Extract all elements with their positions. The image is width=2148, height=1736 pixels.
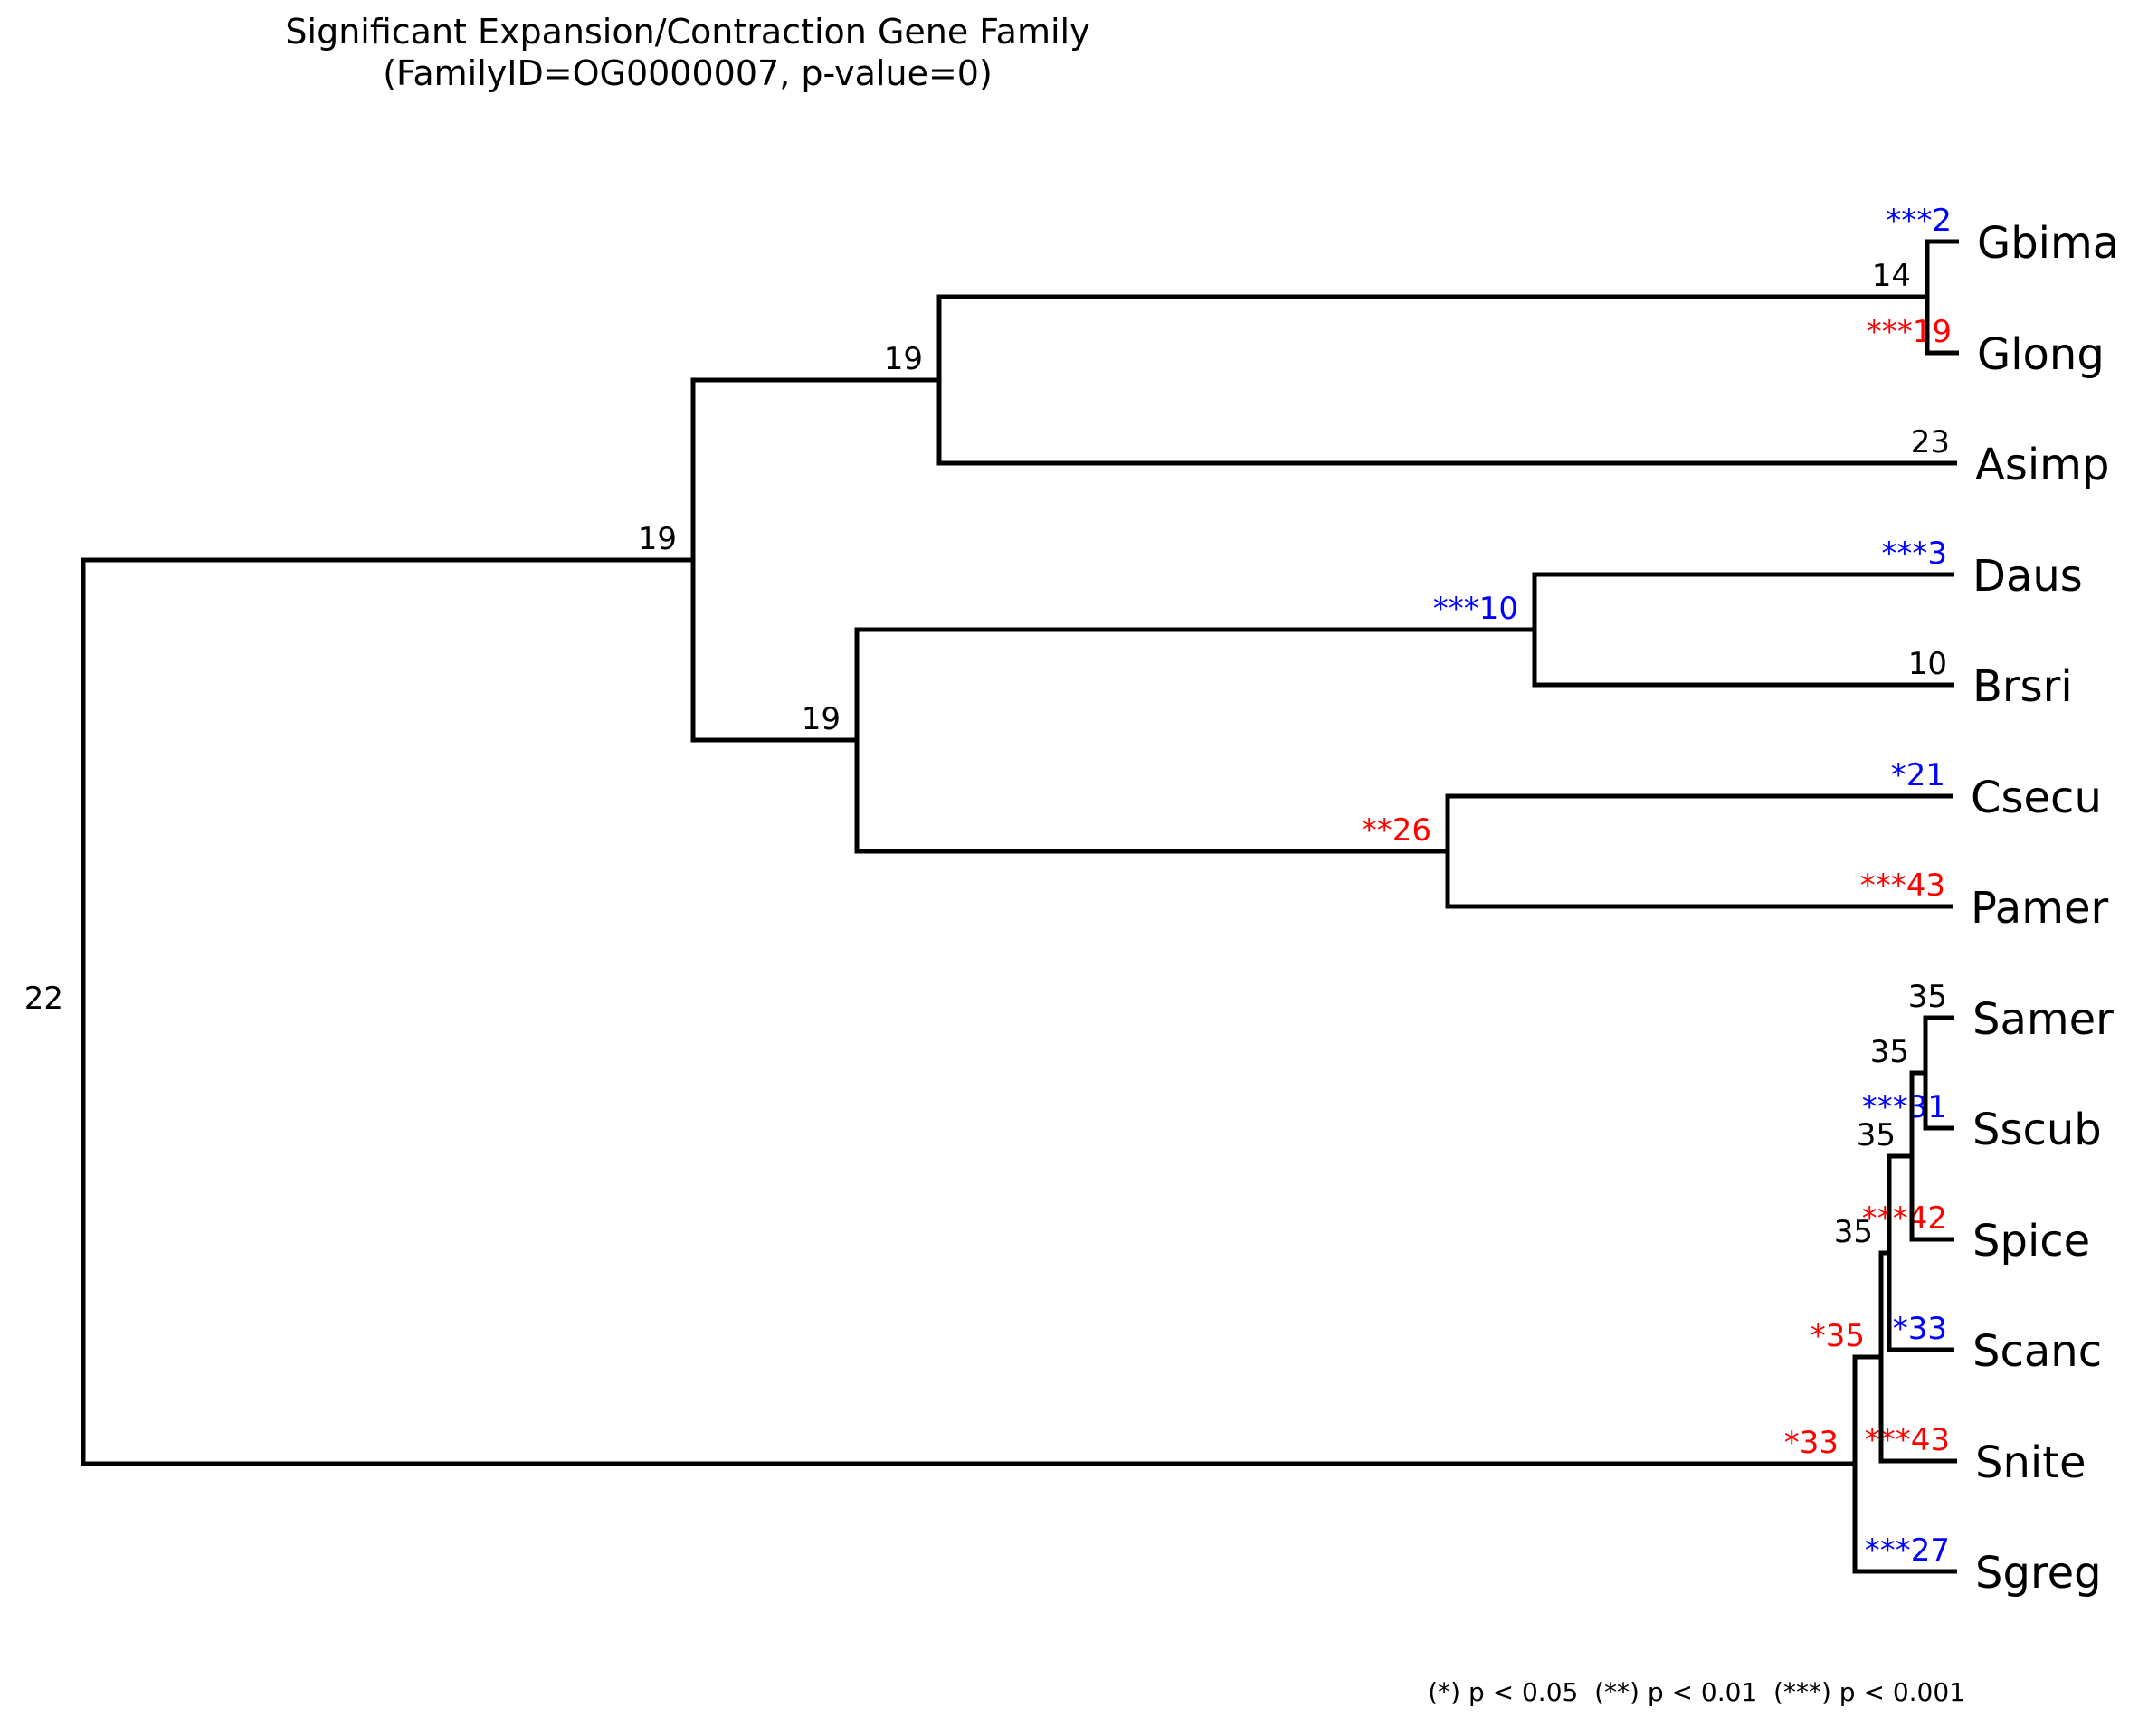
significance-legend: (*) p < 0.05 (**) p < 0.01 (***) p < 0.0… xyxy=(1428,1677,1965,1707)
count-label-daus-pamer-ancestor: 19 xyxy=(802,701,841,737)
count-label-upper-clade-ancestor: 19 xyxy=(638,521,677,557)
count-label-snite-clade-ancestor: *35 xyxy=(1811,1318,1865,1354)
tip-label-Brsri: Brsri xyxy=(1972,661,2073,712)
tip-label-Glong: Glong xyxy=(1977,329,2105,380)
count-label-csecu-pamer-ancestor: **26 xyxy=(1362,812,1431,849)
count-label-Daus: ***3 xyxy=(1881,536,1947,572)
count-label-Spice: ***42 xyxy=(1862,1200,1947,1237)
tip-label-Gbima: Gbima xyxy=(1977,218,2119,269)
root-count-label: 22 xyxy=(24,981,63,1017)
count-label-Csecu: *21 xyxy=(1891,757,1945,793)
count-label-Glong: ***19 xyxy=(1867,314,1952,350)
count-label-Brsri: 10 xyxy=(1908,646,1947,682)
tip-label-Daus: Daus xyxy=(1972,551,2083,602)
tip-label-Sgreg: Sgreg xyxy=(1975,1548,2102,1598)
count-label-gbima-glong-ancestor: 14 xyxy=(1872,258,1911,294)
tip-label-Pamer: Pamer xyxy=(1971,883,2108,934)
count-label-Gbima: ***2 xyxy=(1886,203,1952,239)
count-label-samer-sscub-ancestor: 35 xyxy=(1870,1034,1909,1070)
count-label-g-asimp-ancestor: 19 xyxy=(884,341,923,377)
tip-label-Asimp: Asimp xyxy=(1975,440,2109,490)
count-label-Samer: 35 xyxy=(1908,979,1947,1015)
tip-label-Snite: Snite xyxy=(1975,1437,2086,1488)
tip-label-Spice: Spice xyxy=(1972,1216,2090,1266)
count-label-spice-clade-ancestor: 35 xyxy=(1857,1117,1896,1153)
count-label-Scanc: *33 xyxy=(1893,1311,1947,1347)
tip-label-Samer: Samer xyxy=(1972,994,2114,1045)
count-label-Sscub: ***31 xyxy=(1862,1089,1947,1125)
tip-label-Sscub: Sscub xyxy=(1972,1105,2102,1155)
count-label-Asimp: 23 xyxy=(1911,424,1950,460)
count-label-Sgreg: ***27 xyxy=(1865,1532,1950,1569)
tip-label-Csecu: Csecu xyxy=(1971,773,2102,823)
count-label-daus-brsri-ancestor: ***10 xyxy=(1433,591,1518,627)
tip-label-Scanc: Scanc xyxy=(1972,1326,2102,1377)
count-label-scanc-clade-ancestor: 35 xyxy=(1834,1214,1873,1250)
figure-title-line2: (FamilyID=OG0000007, p-value=0) xyxy=(383,53,993,93)
count-label-s-clade-ancestor: *33 xyxy=(1784,1425,1839,1461)
count-label-Snite: ***43 xyxy=(1865,1422,1950,1458)
count-label-Pamer: ***43 xyxy=(1860,868,1945,904)
figure-title-line1: Significant Expansion/Contraction Gene F… xyxy=(285,12,1090,52)
figure-title: Significant Expansion/Contraction Gene F… xyxy=(0,11,1375,94)
